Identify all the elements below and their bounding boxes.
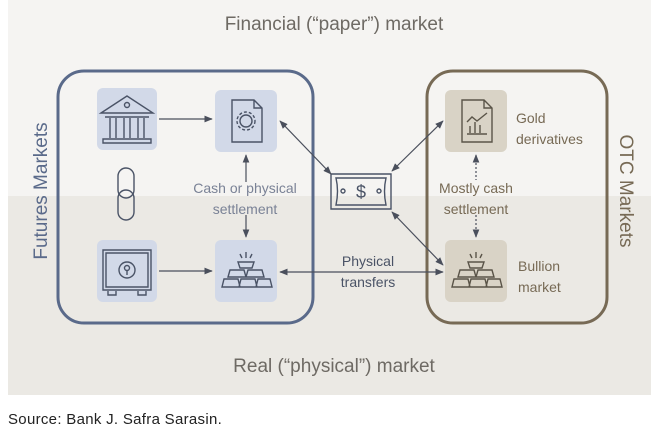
source-note: Source: Bank J. Safra Sarasin. — [8, 411, 223, 428]
arrow-money-derivatives — [391, 120, 444, 172]
bullion-market-label: Bullion market — [518, 258, 561, 295]
bullion-icon — [445, 240, 507, 302]
gold-bars-icon — [215, 240, 277, 302]
gold-derivatives-label: Gold derivatives — [516, 110, 583, 147]
top-title: Financial (“paper”) market — [224, 14, 444, 35]
arrow-contract-money — [279, 120, 332, 175]
dollar-icon: $ — [356, 182, 366, 202]
physical-transfers-label: Physical transfers — [340, 253, 396, 290]
arrow-money-bullion — [391, 211, 444, 266]
futures-markets-box — [56, 69, 315, 325]
bottom-title: Real (“physical”) market — [233, 356, 435, 377]
futures-markets-label: Futures Markets — [31, 122, 52, 260]
mostly-cash-settlement-label: Mostly cash settlement — [439, 180, 513, 217]
otc-markets-label: OTC Markets — [615, 134, 636, 248]
bank-icon — [97, 88, 157, 150]
otc-markets-box — [425, 69, 609, 325]
cash-or-physical-settlement-label: Cash or physical settlement — [193, 180, 297, 217]
